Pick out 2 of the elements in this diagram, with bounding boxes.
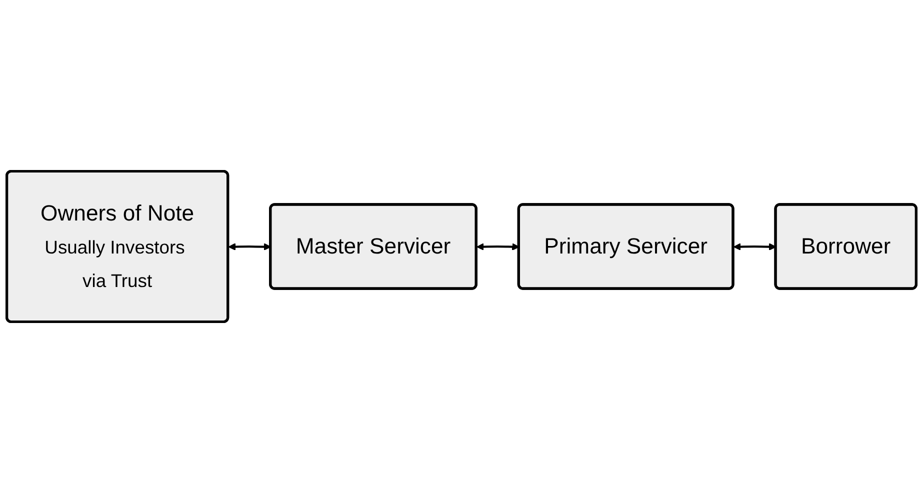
arrow [476, 243, 520, 251]
arrow [733, 243, 776, 251]
